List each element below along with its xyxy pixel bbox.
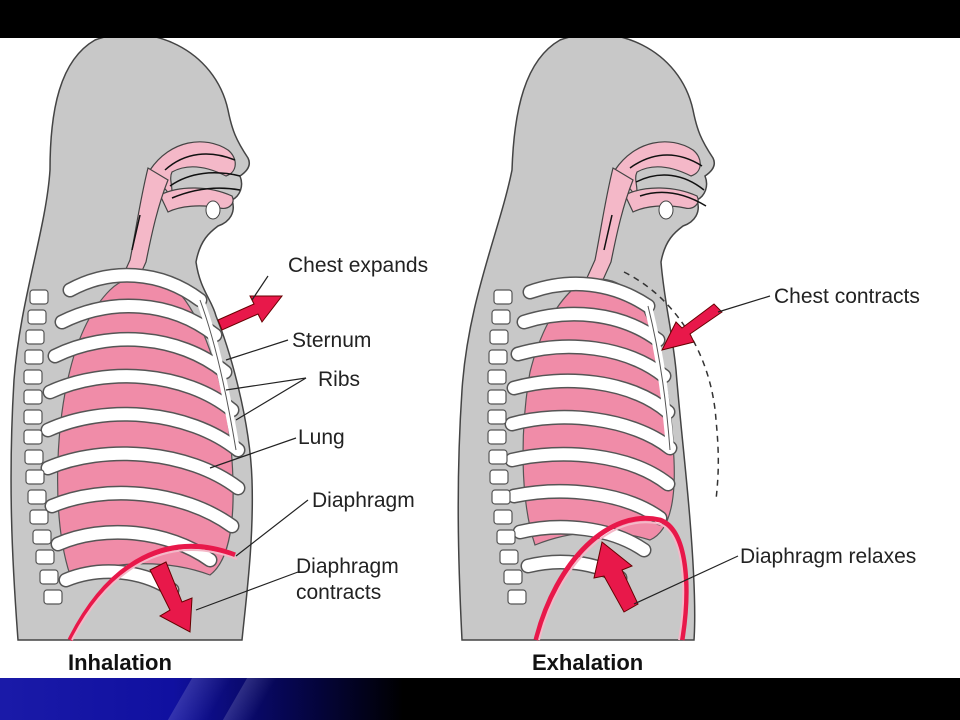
exhalation-figure [457,38,771,641]
label-ribs: Ribs [318,368,360,391]
expanded-chest-outline [623,271,720,501]
label-lung: Lung [298,426,345,449]
bottom-bar [0,678,960,720]
diaphragm [67,543,236,642]
spine [487,289,527,605]
chest-contracts-arrow [661,303,723,351]
spine [23,289,63,605]
leader-lines [633,295,771,605]
leader-lines [195,275,309,611]
label-diaphragm-relaxes: Diaphragm relaxes [740,545,916,568]
chest-expands-arrow [217,295,284,331]
label-diaphragm-contracts-line2: contracts [296,581,381,604]
nasal-cavity [614,141,701,196]
label-chest-contracts: Chest contracts [774,285,920,308]
inhalation-figure [10,38,309,642]
diaphragm-relaxes-arrow [593,541,639,613]
caption-inhalation: Inhalation [68,650,172,675]
airflow-arrows [131,153,241,251]
tongue [205,200,221,220]
label-diaphragm-contracts-line1: Diaphragm [296,555,399,578]
label-diaphragm: Diaphragm [312,489,415,512]
airflow-arrows [603,154,707,251]
top-bar [0,0,960,38]
tongue [658,200,674,220]
diaphragm [533,515,689,641]
caption-exhalation: Exhalation [532,650,643,675]
label-chest-expands: Chest expands [288,254,428,277]
diaphragm-contracts-arrow [149,561,193,633]
label-sternum: Sternum [292,329,371,352]
